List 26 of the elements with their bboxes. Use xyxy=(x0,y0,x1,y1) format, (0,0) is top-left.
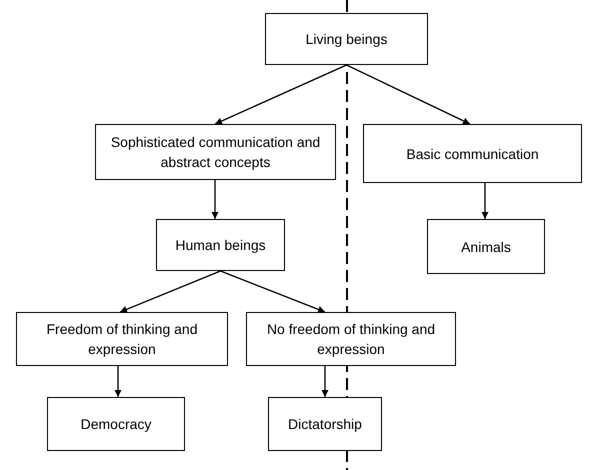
process-box xyxy=(47,397,185,451)
process-box xyxy=(246,312,456,366)
box-label: Sophisticated communication and abstract concepts xyxy=(110,133,322,172)
box-label: Living beings xyxy=(306,30,388,49)
box-label: No freedom of thinking and expression xyxy=(266,320,436,359)
process-box xyxy=(156,219,285,271)
box-label: Freedom of thinking and expression xyxy=(46,320,198,359)
arrow xyxy=(120,270,221,313)
box-label: Human beings xyxy=(175,236,266,255)
box-label: Basic communication xyxy=(406,144,539,164)
process-box xyxy=(268,397,382,451)
arrow xyxy=(322,366,328,397)
process-box xyxy=(16,312,228,366)
arrow xyxy=(114,366,122,397)
process-box xyxy=(427,219,545,274)
arrow xyxy=(482,183,488,219)
arrow xyxy=(214,64,347,125)
box-label: Animals xyxy=(461,238,511,256)
arrow xyxy=(220,270,326,313)
arrow xyxy=(212,180,218,219)
process-box xyxy=(363,124,582,183)
process-box xyxy=(95,124,336,180)
process-box xyxy=(265,13,428,65)
arrow xyxy=(346,64,470,125)
box-label: Dictatorship xyxy=(288,415,362,434)
box-label: Democracy xyxy=(80,415,152,434)
